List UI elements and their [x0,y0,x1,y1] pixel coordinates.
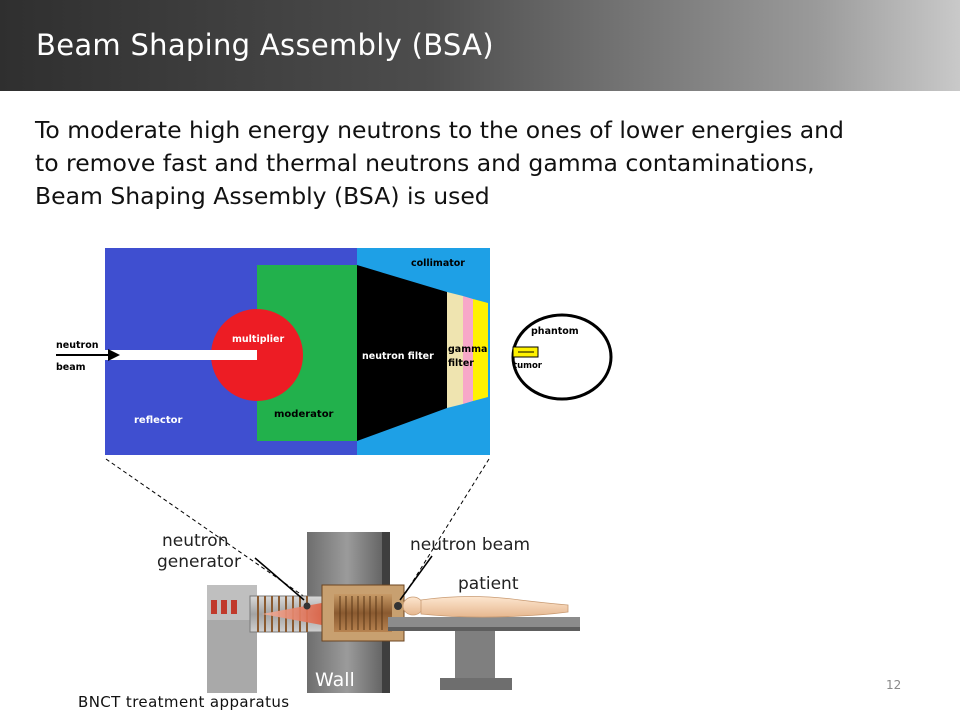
label-neutron-filter: neutron filter [362,351,434,362]
patient-table-top-shade [388,627,580,631]
patient-head [402,596,424,616]
patient-table-base [440,678,512,690]
body-line-2: to remove fast and thermal neutrons and … [35,149,815,177]
generator-target-point [303,602,311,610]
body-line-3: Beam Shaping Assembly (BSA) is used [35,182,490,210]
neutron-filter-region [357,265,447,441]
gamma-filter-yellow [473,299,488,401]
generator-knob-1 [211,600,217,614]
bsa-inner-stripes [339,596,383,630]
beam-cone [262,600,338,628]
dashed-connector-right [399,458,490,603]
label-collimator: collimator [411,258,465,269]
slide-body-text: To moderate high energy neutrons to the … [35,114,935,213]
label-beam-line2: beam [56,362,86,373]
patient-table-stand [455,631,495,681]
label-tumor: tumor [513,361,543,371]
title-bar: Beam Shaping Assembly (BSA) [0,0,960,91]
slide-title: Beam Shaping Assembly (BSA) [36,28,494,62]
neutron-beam-arrow-head [108,349,120,361]
label-neutron-generator-line1: neutron [162,531,228,551]
pointer-generator [254,557,305,601]
label-neutron-line1: neutron [56,340,99,351]
generator-knob-2 [221,600,227,614]
page-number: 12 [886,678,902,692]
label-patient: patient [458,574,519,594]
label-reflector: reflector [134,415,182,426]
label-wall: Wall [315,669,355,691]
label-multiplier: multiplier [232,334,284,345]
patient-body [420,596,569,618]
gamma-filter-beige [447,292,463,408]
label-gamma: gamma [448,344,487,355]
beam-exit-point [394,602,402,610]
bsa-housing-inner [334,594,392,632]
generator-base [207,620,257,693]
label-filter: filter [448,358,474,369]
patient-table-top [388,617,580,629]
body-line-1: To moderate high energy neutrons to the … [35,116,844,144]
generator-knob-3 [231,600,237,614]
label-moderator: moderator [274,409,334,420]
beam-channel [105,350,257,360]
label-phantom: phantom [531,326,579,337]
label-neutron-beam: neutron beam [410,535,530,555]
gamma-filter-pink [463,296,473,404]
label-neutron-generator-line2: generator [157,552,241,572]
figure-caption: BNCT treatment apparatus [78,693,290,711]
pointer-neutron-beam [399,555,433,601]
